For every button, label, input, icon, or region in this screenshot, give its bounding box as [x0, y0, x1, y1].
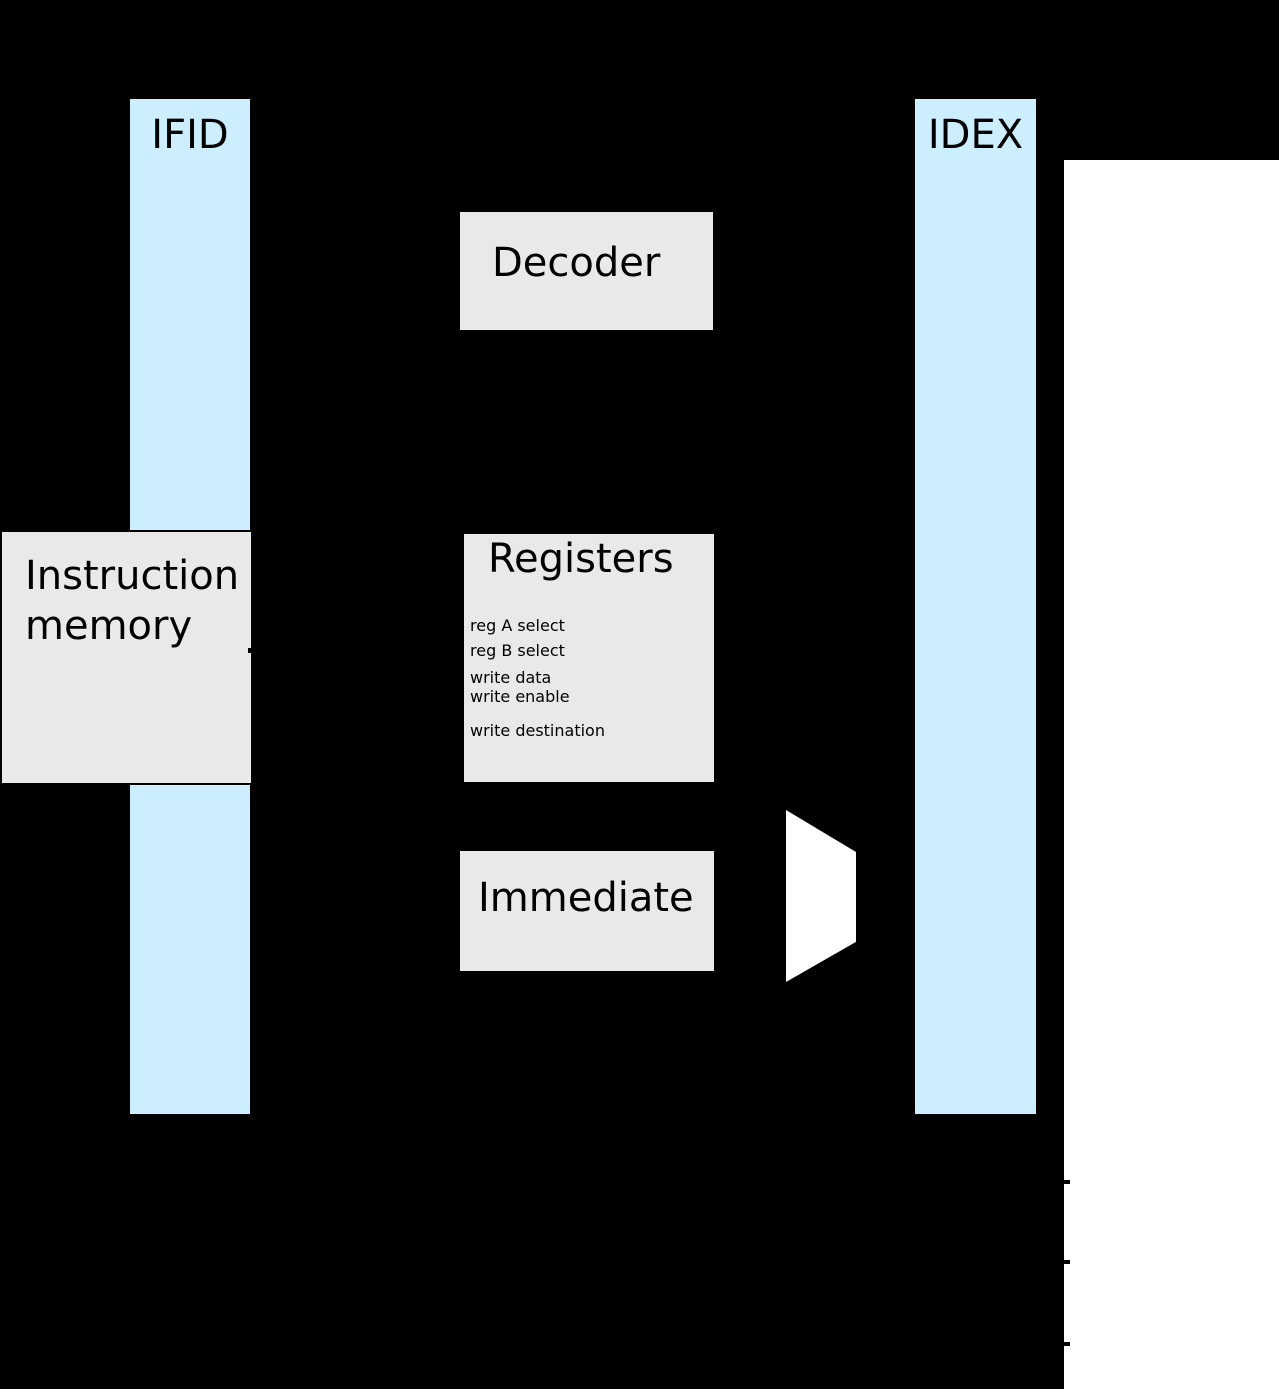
mux-shape — [786, 810, 856, 982]
immediate-box: Immediate — [458, 849, 716, 973]
registers-title: Registers — [488, 536, 674, 582]
instruction-memory-title-line1: Instruction — [25, 553, 240, 599]
decoder-box: Decoder — [458, 210, 715, 332]
instruction-memory-box: Instruction memory — [0, 530, 253, 785]
next-stage-panel — [1064, 160, 1279, 1389]
idex-pipeline-register-bar: IDEX — [913, 97, 1038, 1116]
registers-box: Registers reg A select reg B select writ… — [462, 532, 716, 784]
registers-port-write-enable: write enable — [470, 687, 570, 706]
immediate-title: Immediate — [478, 875, 694, 921]
registers-port-reg-a-select: reg A select — [470, 616, 565, 635]
wire-stub — [1064, 1180, 1070, 1184]
wire-stub — [1064, 1342, 1070, 1346]
registers-port-write-destination: write destination — [470, 721, 605, 740]
idex-label: IDEX — [927, 112, 1024, 158]
instruction-memory-title: Instruction memory — [25, 551, 251, 651]
wire-stub — [1064, 1260, 1070, 1264]
ifid-label: IFID — [151, 112, 229, 158]
decoder-title: Decoder — [492, 240, 661, 286]
registers-port-reg-b-select: reg B select — [470, 641, 565, 660]
registers-port-write-data: write data — [470, 668, 552, 687]
instruction-memory-title-line2: memory — [25, 603, 193, 649]
wire-stub — [248, 648, 254, 653]
